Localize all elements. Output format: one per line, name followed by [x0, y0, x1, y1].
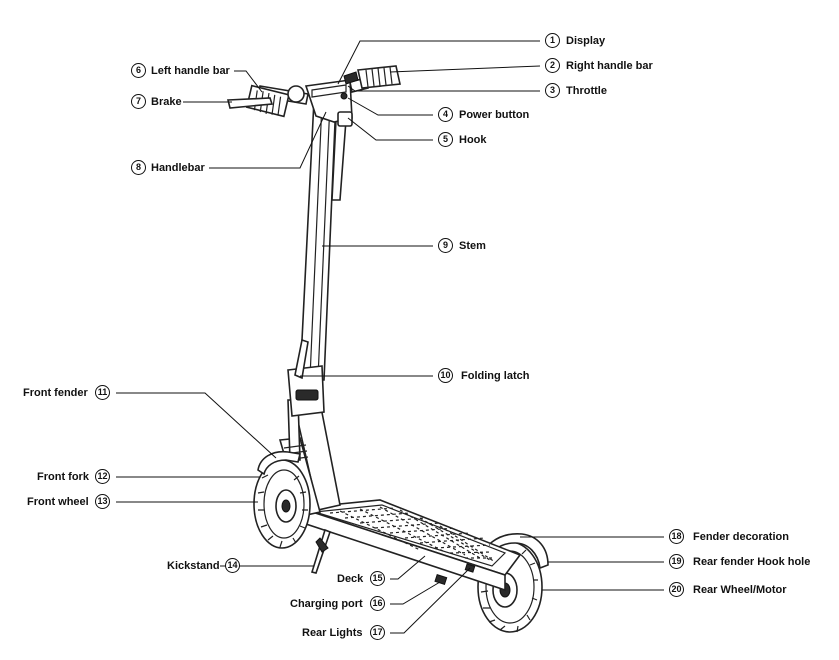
callout-5-label: Hook	[459, 134, 487, 146]
callout-8-label: Handlebar	[151, 162, 205, 174]
right-grip	[343, 65, 401, 93]
callout-7-label: Brake	[151, 96, 182, 108]
callout-4-label: Power button	[459, 109, 530, 121]
callout-11-label: Front fender	[23, 387, 88, 399]
callout-20-label: Rear Wheel/Motor	[693, 584, 787, 596]
callout-16-number: 16	[370, 596, 385, 611]
callout-19-number: 19	[669, 554, 684, 569]
callout-9-number: 9	[438, 238, 453, 253]
callout-14-number: 14	[225, 558, 240, 573]
callout-16-label: Charging port	[290, 598, 363, 610]
callout-19-label: Rear fender Hook hole	[693, 556, 811, 568]
callout-10-number: 10	[438, 368, 453, 383]
callout-5-number: 5	[438, 132, 453, 147]
callout-17-number: 17	[370, 625, 385, 640]
callout-8-number: 8	[131, 160, 146, 175]
callout-7-number: 7	[131, 94, 146, 109]
callout-12-number: 12	[95, 469, 110, 484]
callout-2-number: 2	[545, 58, 560, 73]
leader-lines	[116, 40, 664, 634]
deck	[299, 499, 522, 592]
stem	[299, 99, 347, 381]
folding-latch	[287, 338, 325, 417]
callout-13-label: Front wheel	[27, 496, 89, 508]
callout-15-label: Deck	[337, 573, 364, 585]
callout-9-label: Stem	[459, 240, 486, 252]
callout-18-number: 18	[669, 529, 684, 544]
callout-20-number: 20	[669, 582, 684, 597]
callout-13-number: 13	[95, 494, 110, 509]
front-wheel	[253, 459, 311, 549]
callout-15-number: 15	[370, 571, 385, 586]
callout-11-number: 11	[95, 385, 110, 400]
callout-14-label: Kickstand	[167, 560, 220, 572]
left-grip	[226, 84, 309, 118]
callout-3-label: Throttle	[566, 85, 607, 97]
callout-18-label: Fender decoration	[693, 531, 789, 543]
callout-1-label: Display	[566, 35, 606, 47]
handlebar-head	[304, 79, 353, 127]
callout-2-label: Right handle bar	[566, 60, 653, 72]
callout-1-number: 1	[545, 33, 560, 48]
callout-12-label: Front fork	[37, 471, 89, 483]
callout-6-number: 6	[131, 63, 146, 78]
front-fender	[257, 450, 301, 476]
callout-17-label: Rear Lights	[302, 627, 363, 639]
callout-3-number: 3	[545, 83, 560, 98]
callout-10-label: Folding latch	[461, 370, 530, 382]
callout-4-number: 4	[438, 107, 453, 122]
callout-6-label: Left handle bar	[151, 65, 230, 77]
kickstand	[310, 528, 332, 574]
